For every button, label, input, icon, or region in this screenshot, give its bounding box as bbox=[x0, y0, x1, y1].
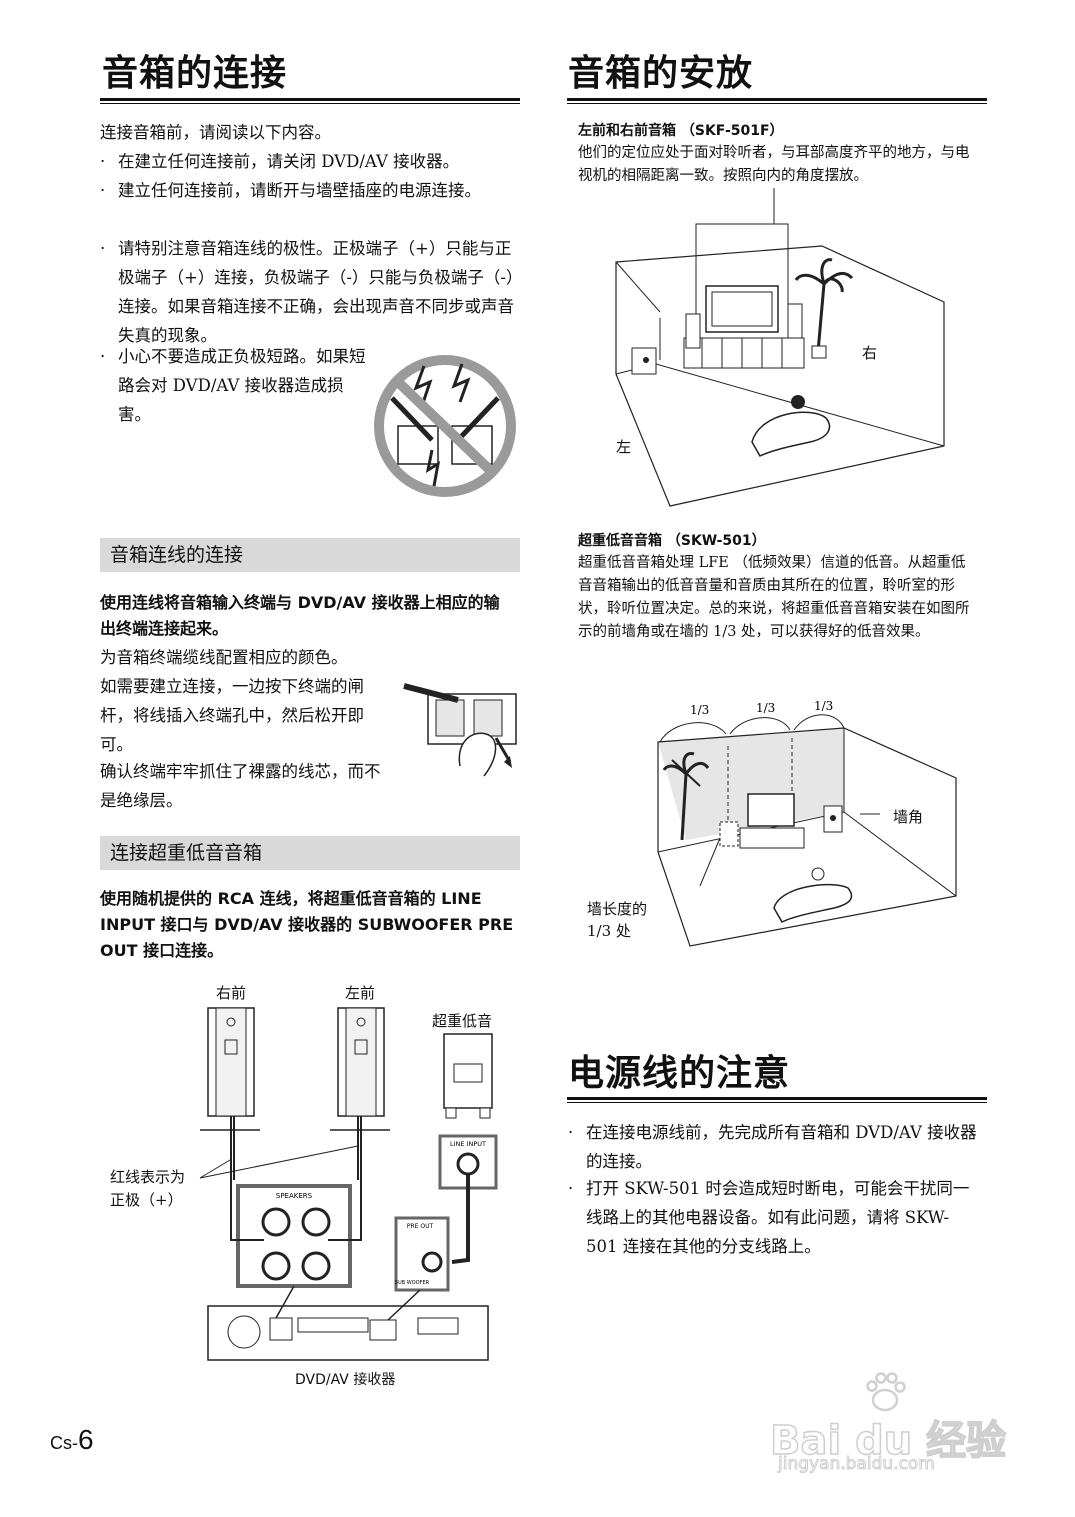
title-rule bbox=[100, 98, 520, 101]
power-bullet-2-text: 打开 SKW-501 时会造成短时断电，可能会干扰同一线路上的其他电器设备。如有… bbox=[586, 1179, 970, 1256]
intro-text: 连接音箱前，请阅读以下内容。 bbox=[100, 123, 331, 142]
receiver-caption: DVD/AV 接收器 bbox=[295, 1372, 396, 1388]
front-speaker-room-diagram bbox=[615, 188, 945, 507]
power-bullet-1: ·在连接电源线前，先完成所有音箱和 DVD/AV 接收器的连接。 bbox=[568, 1118, 978, 1176]
subwoofer-subheading: 连接超重低音音箱 bbox=[100, 836, 520, 870]
room-right-label: 右 bbox=[862, 344, 878, 362]
bullet-1-text: 在建立任何连接前，请关闭 DVD/AV 接收器。 bbox=[118, 152, 460, 171]
subwoofer-instruction: 使用随机提供的 RCA 连线，将超重低音音箱的 LINE INPUT 接口与 D… bbox=[100, 889, 514, 960]
power-title-rule-thin bbox=[567, 1102, 987, 1103]
bullet-3-text: 请特别注意音箱连线的极性。正极端子（+）只能与正极端子（+）连接，负极端子（-）… bbox=[118, 239, 515, 345]
speakers-panel-label: SPEAKERS bbox=[276, 1192, 313, 1200]
wall-third-label-2: 1/3 处 bbox=[587, 922, 631, 940]
right-front-label: 右前 bbox=[216, 984, 247, 1002]
placement-title-rule-thin bbox=[567, 103, 987, 104]
paw-logo-icon bbox=[866, 1372, 906, 1412]
power-title-rule bbox=[567, 1097, 987, 1100]
baidu-watermark: Bai du 经验 jingyan.baidu.com bbox=[769, 1370, 1030, 1475]
speaker-wire-instruction: 使用连线将音箱输入终端与 DVD/AV 接收器上相应的输出终端连接起来。 bbox=[100, 593, 500, 638]
speaker-wire-color-text: 为音箱终端缆线配置相应的颜色。 bbox=[100, 648, 348, 667]
subwoofer-placement-text: 超重低音音箱处理 LFE （低频效果）信道的低音。从超重低音音箱输出的低音音量和… bbox=[578, 555, 970, 640]
page-prefix: Cs- bbox=[50, 1433, 78, 1453]
front-speakers-text: 他们的定位应处于面对聆听者，与耳部高度齐平的地方，与电视机的相隔距离一致。按照向… bbox=[578, 145, 970, 184]
wall-third-label-1: 墙长度的 bbox=[587, 900, 648, 918]
line-input-label: LINE INPUT bbox=[450, 1140, 486, 1148]
front-speakers-heading: 左前和右前音箱 （SKF-501F） bbox=[578, 123, 784, 139]
page-number-value: 6 bbox=[78, 1424, 94, 1455]
subwoofer-placement-heading: 超重低音音箱 （SKW-501） bbox=[578, 533, 766, 549]
third-mark-3: 1/3 bbox=[814, 699, 833, 713]
power-bullet-1-text: 在连接电源线前，先完成所有音箱和 DVD/AV 接收器的连接。 bbox=[586, 1123, 977, 1171]
corner-label: 墙角 bbox=[893, 808, 924, 826]
placement-title-rule bbox=[567, 98, 987, 101]
watermark-text: Bai du 经验 bbox=[769, 1417, 1007, 1465]
red-line-note-1: 红线表示为 bbox=[110, 1168, 186, 1186]
left-front-label: 左前 bbox=[345, 984, 376, 1002]
third-mark-1: 1/3 bbox=[690, 703, 709, 717]
subwoofer-placement-room-diagram: 1/3 1/3 1/3 bbox=[657, 699, 957, 947]
power-bullet-2: ·打开 SKW-501 时会造成短时断电，可能会干扰同一线路上的其他电器设备。如… bbox=[568, 1174, 978, 1261]
terminal-lever-illustration bbox=[403, 683, 517, 777]
bullet-2: ·建立任何连接前，请断开与墙壁插座的电源连接。 bbox=[100, 176, 508, 234]
room-left-label: 左 bbox=[616, 438, 632, 456]
speaker-wire-check-text: 确认终端牢牢抓住了裸露的线芯，而不是绝缘层。 bbox=[100, 762, 381, 810]
page-number: Cs-6 bbox=[50, 1424, 94, 1456]
watermark-url: jingyan.baidu.com bbox=[778, 1454, 936, 1475]
power-cord-title: 电源线的注意 bbox=[568, 1053, 791, 1094]
subwoofer-label: 超重低音 bbox=[432, 1012, 493, 1030]
connect-speakers-title: 音箱的连接 bbox=[102, 53, 288, 94]
subwoofer-connection-diagram: SPEAKERS LINE INPUT PRE OUT SUB WOOFER bbox=[199, 1007, 498, 1361]
title-rule-thin bbox=[100, 103, 520, 104]
bullet-2-text: 建立任何连接前，请断开与墙壁插座的电源连接。 bbox=[118, 181, 481, 200]
pre-out-label: PRE OUT bbox=[407, 1223, 434, 1230]
bullet-4-text: 小心不要造成正负极短路。如果短路会对 DVD/AV 接收器造成损害。 bbox=[118, 347, 366, 424]
red-line-note-2: 正极（+） bbox=[110, 1191, 183, 1209]
bullet-1: ·在建立任何连接前，请关闭 DVD/AV 接收器。 bbox=[100, 147, 520, 176]
third-mark-2: 1/3 bbox=[756, 701, 775, 715]
bullet-3: ·请特别注意音箱连线的极性。正极端子（+）只能与正极端子（+）连接，负极端子（-… bbox=[100, 234, 520, 350]
short-circuit-warning-illustration bbox=[374, 355, 516, 497]
speaker-placement-title: 音箱的安放 bbox=[568, 53, 754, 94]
speaker-wire-subheading: 音箱连线的连接 bbox=[100, 538, 520, 572]
sub-woofer-label: SUB WOOFER bbox=[395, 1280, 430, 1286]
speaker-wire-lever-text: 如需要建立连接，一边按下终端的闸杆，将线插入终端孔中，然后松开即可。 bbox=[100, 677, 364, 754]
bullet-4: ·小心不要造成正负极短路。如果短路会对 DVD/AV 接收器造成损害。 bbox=[100, 342, 368, 429]
